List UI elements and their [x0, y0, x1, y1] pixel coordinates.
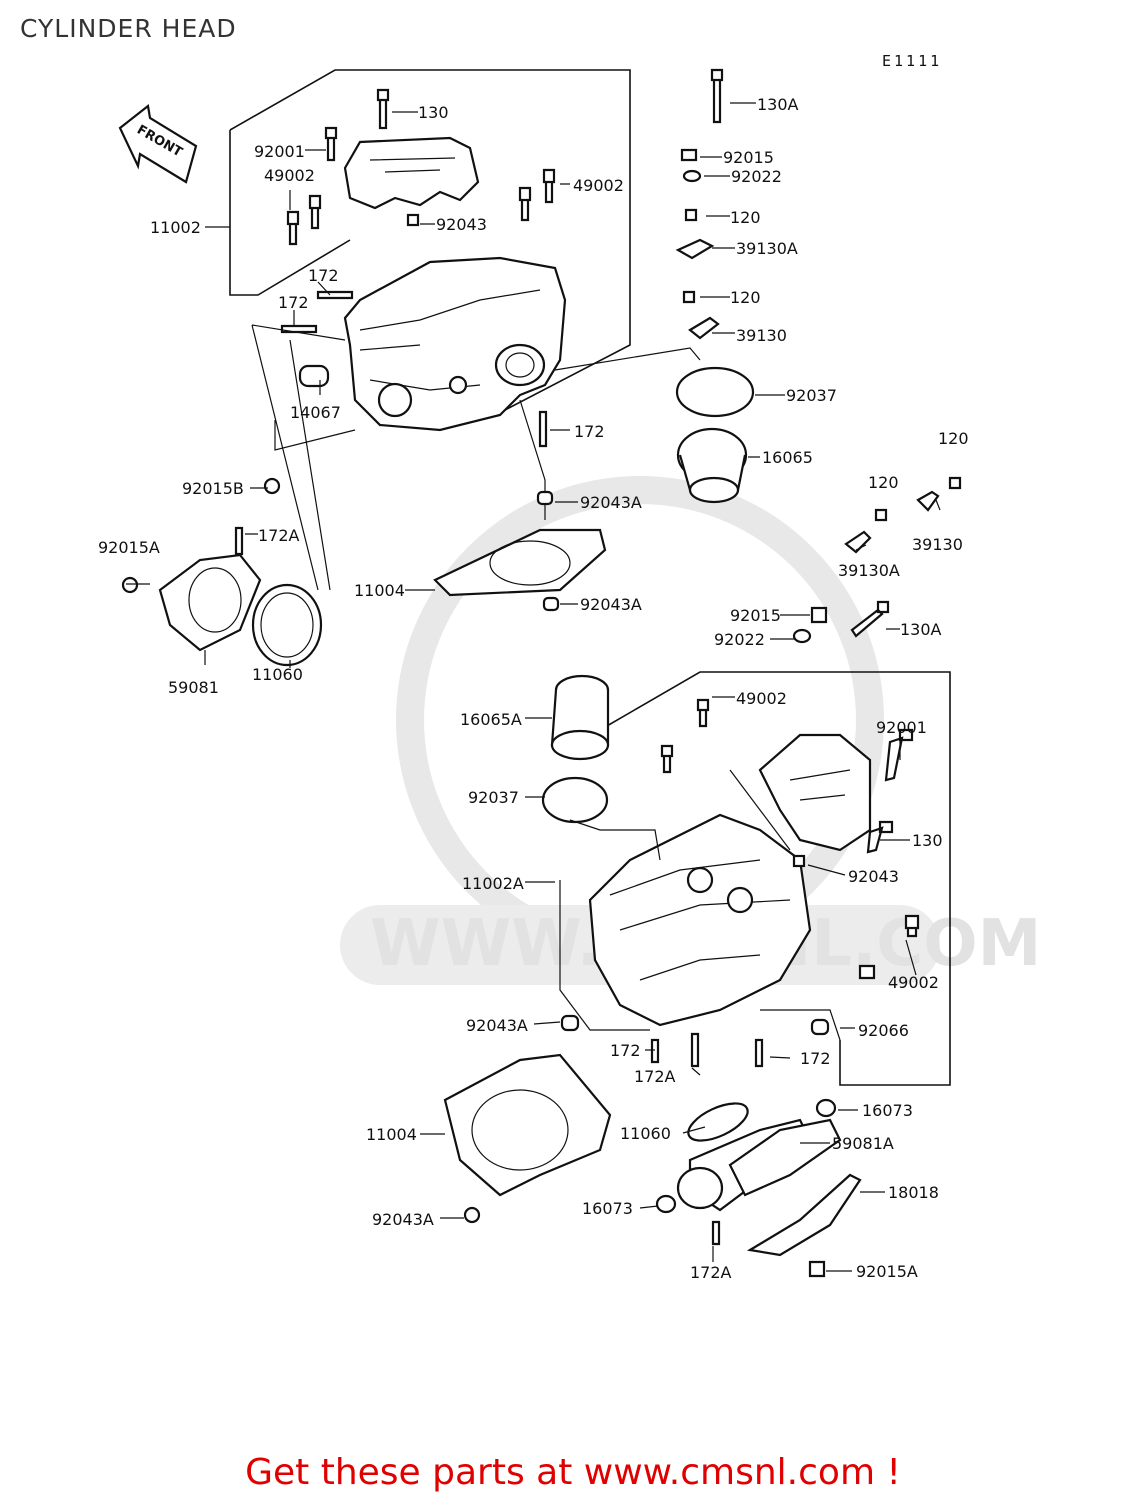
- label-172-top-2: 172: [278, 293, 309, 312]
- label-39130-right: 39130: [912, 535, 963, 554]
- label-92015a-bottom: 92015A: [856, 1262, 918, 1281]
- label-172-low-2: 172: [800, 1049, 831, 1068]
- label-120-top-1: 120: [730, 208, 761, 227]
- label-92043-top: 92043: [436, 215, 487, 234]
- label-92043a-1: 92043A: [580, 493, 642, 512]
- label-11002: 11002: [150, 218, 201, 237]
- label-172-mid: 172: [574, 422, 605, 441]
- front-arrow-icon: FRONT: [118, 103, 198, 184]
- label-11004-low: 11004: [366, 1125, 417, 1144]
- label-16073-left: 16073: [582, 1199, 633, 1218]
- label-172a-bottom: 172A: [690, 1263, 732, 1282]
- label-92043a-2: 92043A: [580, 595, 642, 614]
- label-39130a-top: 39130A: [736, 239, 798, 258]
- label-120-top-2: 120: [730, 288, 761, 307]
- label-16065: 16065: [762, 448, 813, 467]
- label-16073-right: 16073: [862, 1101, 913, 1120]
- label-172-top-1: 172: [308, 266, 339, 285]
- label-92043-mid: 92043: [848, 867, 899, 886]
- label-120-right-2: 120: [868, 473, 899, 492]
- label-59081a: 59081A: [832, 1134, 894, 1153]
- label-130-mid: 130: [912, 831, 943, 850]
- label-92037-mid: 92037: [468, 788, 519, 807]
- label-92043a-4: 92043A: [372, 1210, 434, 1229]
- label-92001-mid: 92001: [876, 718, 927, 737]
- cta-link[interactable]: Get these parts at www.cmsnl.com !: [245, 1452, 901, 1493]
- label-92015-top: 92015: [723, 148, 774, 167]
- label-172a-low: 172A: [634, 1067, 676, 1086]
- label-130a-top: 130A: [757, 95, 799, 114]
- label-49002-mid-2: 49002: [888, 973, 939, 992]
- label-11060-low: 11060: [620, 1124, 671, 1143]
- label-11002a: 11002A: [462, 874, 524, 893]
- label-92043a-3: 92043A: [466, 1016, 528, 1035]
- label-120-right-1: 120: [938, 429, 969, 448]
- label-92015b: 92015B: [182, 479, 244, 498]
- label-92037-top: 92037: [786, 386, 837, 405]
- label-39130a-right: 39130A: [838, 561, 900, 580]
- diagram-code: E1111: [882, 52, 942, 70]
- label-59081: 59081: [168, 678, 219, 697]
- label-16065a: 16065A: [460, 710, 522, 729]
- label-11004-top: 11004: [354, 581, 405, 600]
- label-49002-top-right: 49002: [573, 176, 624, 195]
- leader-lines: [126, 102, 941, 1272]
- label-92066: 92066: [858, 1021, 909, 1040]
- label-172-low-1: 172: [610, 1041, 641, 1060]
- label-11060-left: 11060: [252, 665, 303, 684]
- label-92022-mid: 92022: [714, 630, 765, 649]
- front-cylinder-head-group: [443, 600, 951, 1278]
- label-49002-mid-1: 49002: [736, 689, 787, 708]
- label-92015-mid: 92015: [730, 606, 781, 625]
- label-39130-top: 39130: [736, 326, 787, 345]
- label-130-top: 130: [418, 103, 449, 122]
- label-130a-mid: 130A: [900, 620, 942, 639]
- label-92001-top: 92001: [254, 142, 305, 161]
- page-title: CYLINDER HEAD: [20, 14, 237, 43]
- label-92015a-left: 92015A: [98, 538, 160, 557]
- label-92022-top: 92022: [731, 167, 782, 186]
- label-49002-top-left: 49002: [264, 166, 315, 185]
- label-172a-left: 172A: [258, 526, 300, 545]
- label-14067: 14067: [290, 403, 341, 422]
- label-18018: 18018: [888, 1183, 939, 1202]
- rear-cylinder-head-group: [121, 68, 962, 667]
